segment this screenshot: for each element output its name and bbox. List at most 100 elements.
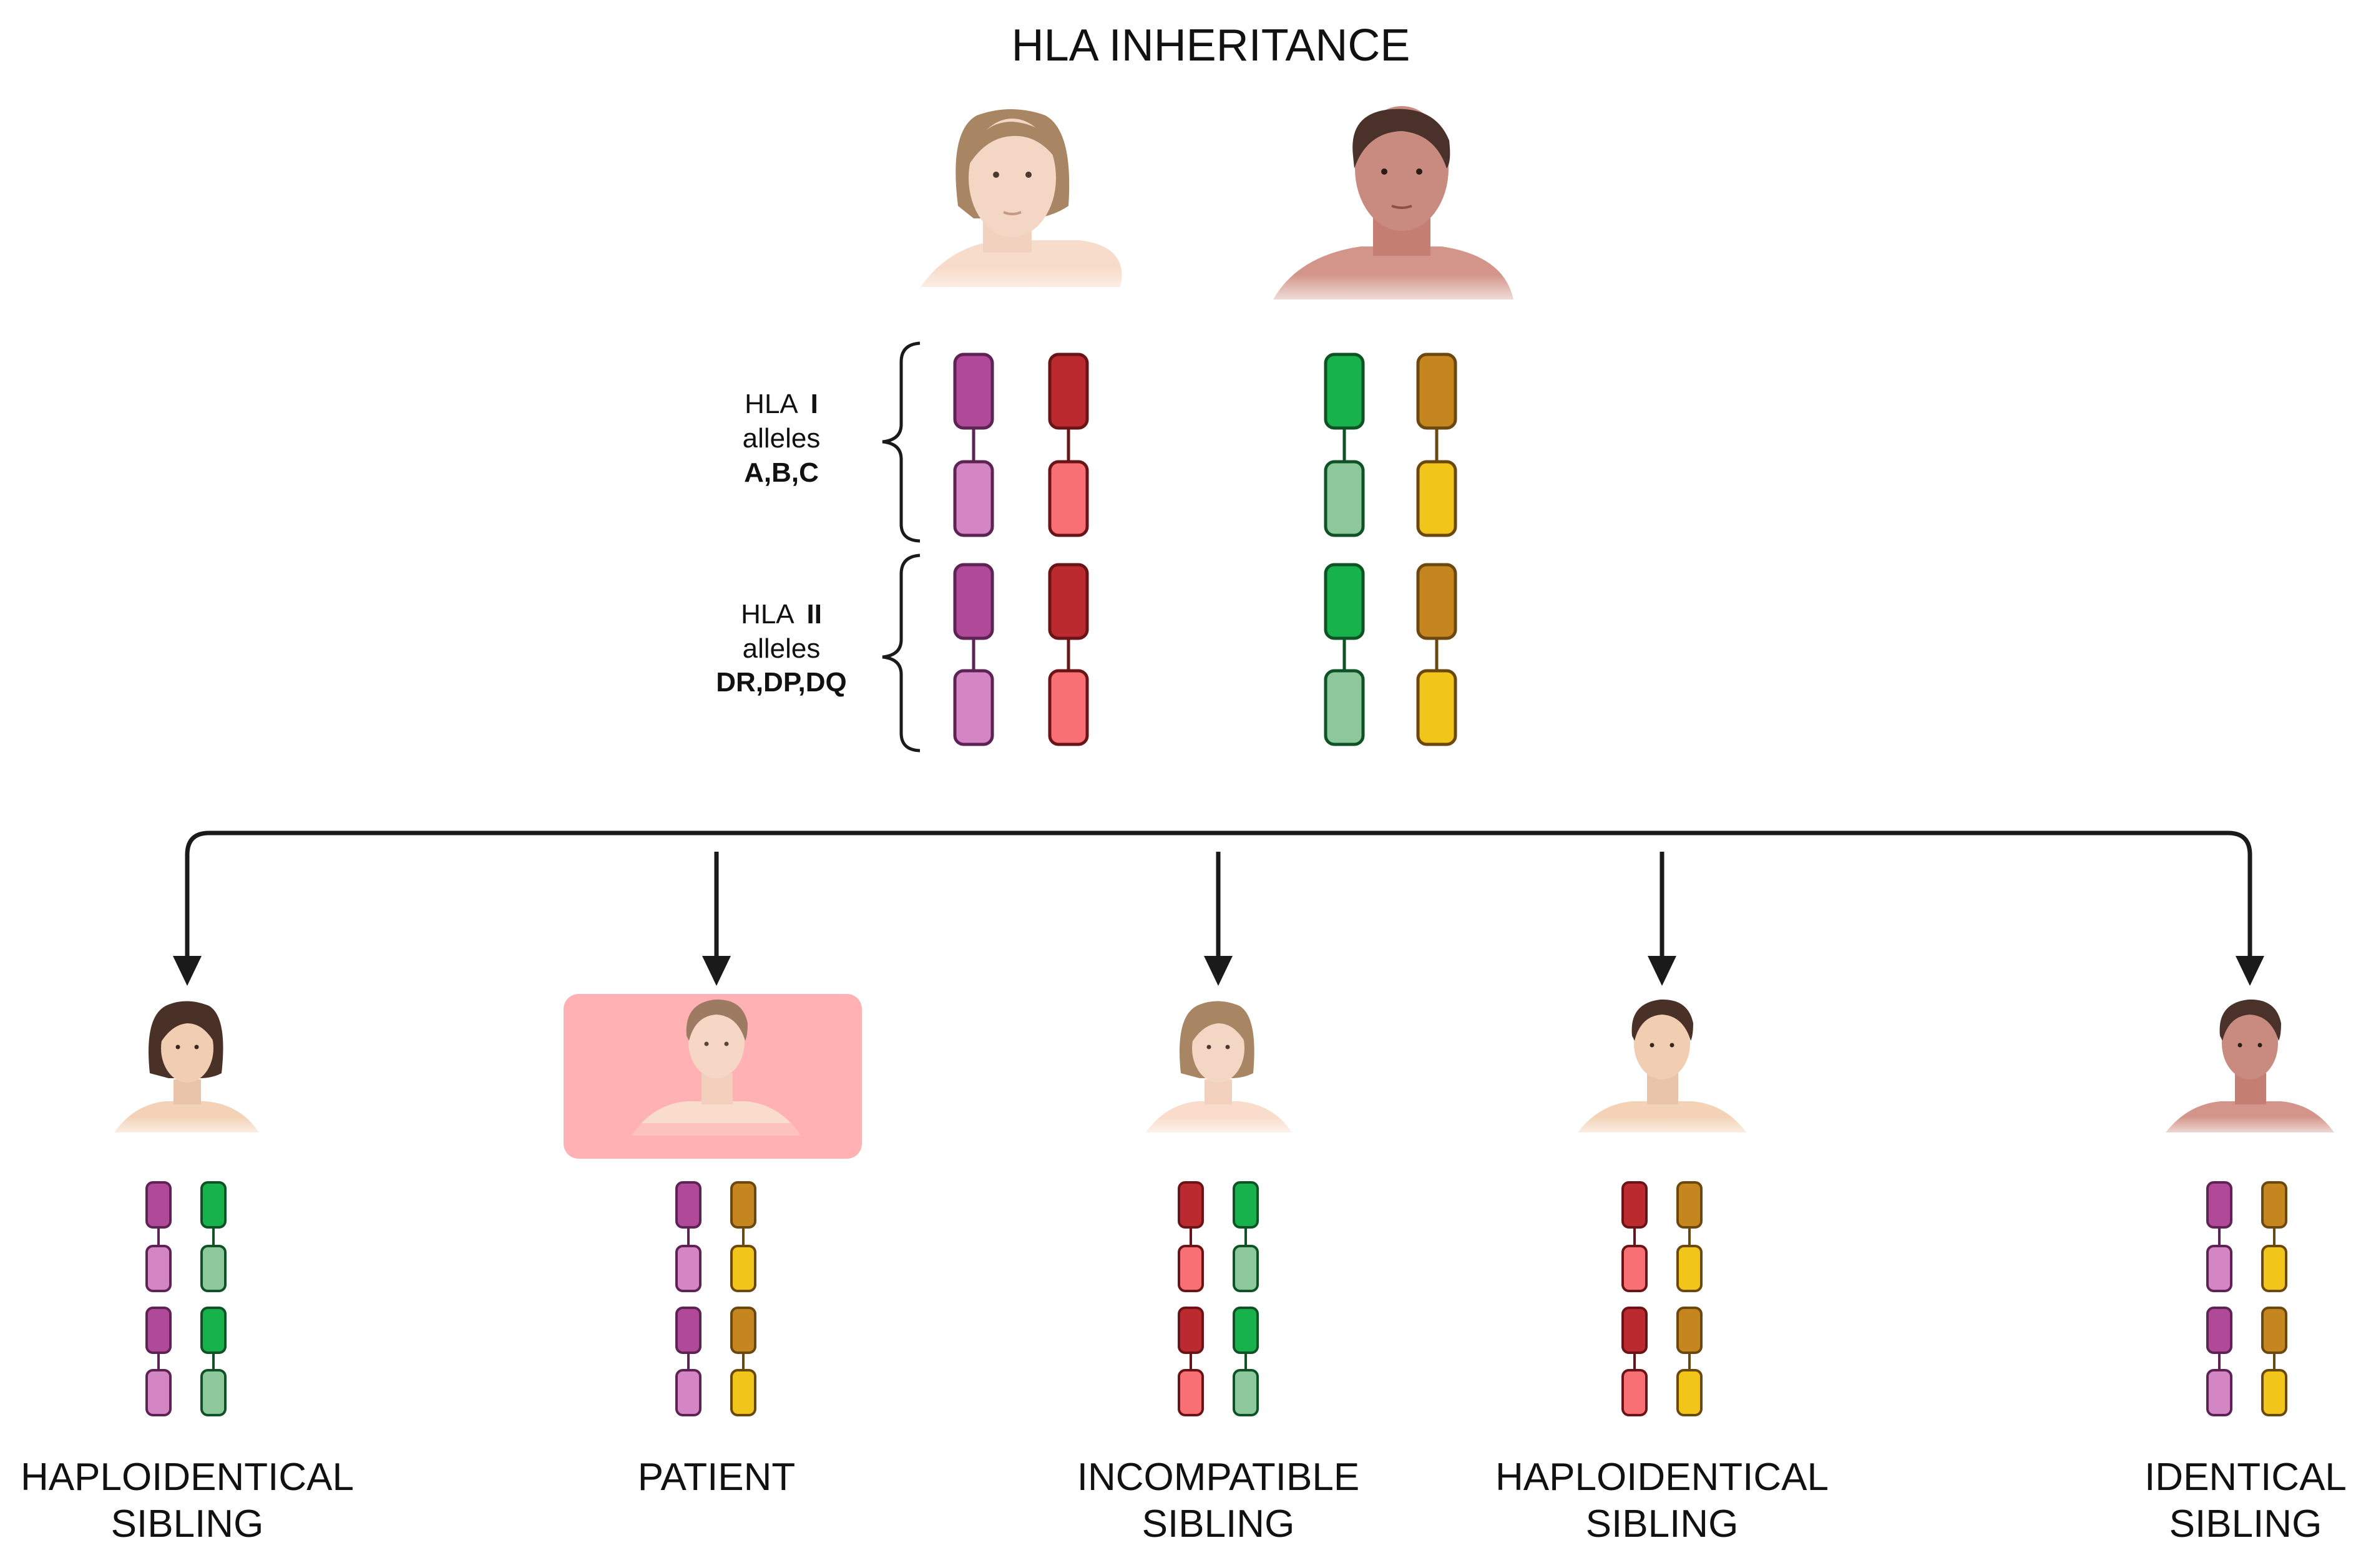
child-4-haplotype-2-allele-3 xyxy=(1676,1307,1703,1354)
child-5-haplotype-2-allele-2 xyxy=(2261,1245,2287,1292)
father-haplotype-2-allele-2 xyxy=(1416,460,1457,537)
child-5-haplotype-2-allele-4 xyxy=(2261,1369,2287,1416)
child-labels: HAPLOIDENTICAL SIBLING PATIENT INCOMPATI… xyxy=(21,1456,2347,1546)
child-5-haplotype-2-allele-1 xyxy=(2261,1181,2287,1229)
child-1-haplotype-2-allele-2 xyxy=(200,1245,227,1292)
mother-haplotype-2-allele-2 xyxy=(1048,460,1089,537)
father-haplotype-2-allele-3 xyxy=(1416,563,1457,640)
child-4-haplotype-2-allele-1 xyxy=(1676,1181,1703,1229)
arrowhead-1 xyxy=(173,956,202,986)
father-haplotype-1-allele-1 xyxy=(1324,353,1365,430)
child-4-haplotype-1-allele-2 xyxy=(1621,1245,1648,1292)
child-haplotypes xyxy=(145,1181,2287,1416)
child-1-haplotype-1-allele-4 xyxy=(145,1369,172,1416)
child-2-haplotype-1-allele-3 xyxy=(675,1307,701,1354)
child-3-haplotype-2-allele-3 xyxy=(1233,1307,1259,1354)
child-1-haplotype-1-allele-2 xyxy=(145,1245,172,1292)
child-5-haplotype-1-allele-4 xyxy=(2206,1369,2232,1416)
child-2-label-line1: PATIENT xyxy=(638,1456,796,1499)
man-icon xyxy=(1267,106,1517,312)
child-4-haplotype-2-allele-4 xyxy=(1676,1369,1703,1416)
class-one-roman: I xyxy=(811,389,818,419)
inheritance-arrows xyxy=(173,830,2264,986)
child-1-label-line1: HAPLOIDENTICAL xyxy=(21,1456,354,1499)
child-2-haplotype-2-allele-3 xyxy=(730,1307,756,1354)
class-one-loci-label: A,B,C xyxy=(744,457,819,488)
child-5-label-line2: SIBLING xyxy=(2169,1502,2322,1546)
child-3-haplotype-2-allele-4 xyxy=(1233,1369,1259,1416)
father-haplotype-1-allele-4 xyxy=(1324,669,1365,746)
child-3-haplotype-1-allele-4 xyxy=(1178,1369,1204,1416)
parent-haplotypes xyxy=(953,353,1457,746)
mother-haplotype-2-allele-1 xyxy=(1048,353,1089,430)
child-4-label-line2: SIBLING xyxy=(1586,1502,1739,1546)
mother-haplotype-1-allele-1 xyxy=(953,353,994,430)
child-2-haplotype-2-allele-1 xyxy=(730,1181,756,1229)
child-4-haplotype-2-allele-2 xyxy=(1676,1245,1703,1292)
girl-light-hair-icon xyxy=(1139,1001,1301,1142)
child-figure-3 xyxy=(1139,1001,1301,1142)
child-5-label-line1: IDENTICAL xyxy=(2144,1456,2347,1499)
boy-light-hair-icon xyxy=(624,999,811,1148)
class-two-hla-label: HLA xyxy=(741,599,794,630)
arrowhead-4 xyxy=(1648,956,1676,986)
child-2-haplotype-2-allele-2 xyxy=(730,1245,756,1292)
father-haplotype-2-allele-1 xyxy=(1416,353,1457,430)
mother-figure xyxy=(911,109,1130,306)
child-3-haplotype-2-allele-1 xyxy=(1233,1181,1259,1229)
class-one-hla-label: HLA xyxy=(745,389,798,419)
child-2-haplotype-1-allele-4 xyxy=(675,1369,701,1416)
child-figure-5 xyxy=(2156,999,2344,1142)
page-title: HLA INHERITANCE xyxy=(1012,21,1410,71)
child-2-haplotype-1-allele-2 xyxy=(675,1245,701,1292)
class-two-alleles-label: alleles xyxy=(743,633,821,664)
child-3-haplotype-1-allele-1 xyxy=(1178,1181,1204,1229)
branch-connector xyxy=(185,830,2252,958)
class-one-bracket: HLA I alleles A,B,C xyxy=(743,341,921,543)
child-3-label-line2: SIBLING xyxy=(1142,1502,1295,1546)
child-figure-1 xyxy=(106,1001,268,1142)
boy-tan-skin-icon xyxy=(2156,999,2344,1142)
child-4-haplotype-1-allele-4 xyxy=(1621,1369,1648,1416)
father-haplotype-2-allele-4 xyxy=(1416,669,1457,746)
mother-haplotype-2-allele-4 xyxy=(1048,669,1089,746)
girl-dark-hair-icon xyxy=(106,1001,268,1142)
father-figure xyxy=(1267,106,1517,312)
child-1-haplotype-2-allele-4 xyxy=(200,1369,227,1416)
woman-icon xyxy=(911,109,1130,306)
child-3-haplotype-2-allele-2 xyxy=(1233,1245,1259,1292)
child-5-haplotype-1-allele-1 xyxy=(2206,1181,2232,1229)
svg-text:HLA II: HLA II xyxy=(741,599,822,630)
class-two-roman: II xyxy=(806,599,821,630)
father-haplotype-1-allele-3 xyxy=(1324,563,1365,640)
child-1-haplotype-1-allele-1 xyxy=(145,1181,172,1229)
arrowhead-5 xyxy=(2236,956,2264,986)
class-two-loci-label: DR,DP,DQ xyxy=(716,667,846,698)
child-4-haplotype-1-allele-1 xyxy=(1621,1181,1648,1229)
child-5-haplotype-1-allele-2 xyxy=(2206,1245,2232,1292)
child-1-haplotype-2-allele-1 xyxy=(200,1181,227,1229)
arrowhead-2 xyxy=(702,956,731,986)
svg-text:HLA I: HLA I xyxy=(745,389,818,419)
class-two-bracket: HLA II alleles DR,DP,DQ xyxy=(716,553,921,752)
child-1-haplotype-2-allele-3 xyxy=(200,1307,227,1354)
mother-haplotype-1-allele-2 xyxy=(953,460,994,537)
mother-haplotype-1-allele-4 xyxy=(953,669,994,746)
child-4-haplotype-1-allele-3 xyxy=(1621,1307,1648,1354)
boy-dark-hair-icon xyxy=(1570,999,1757,1142)
child-1-haplotype-1-allele-3 xyxy=(145,1307,172,1354)
child-3-haplotype-1-allele-2 xyxy=(1178,1245,1204,1292)
child-3-label-line1: INCOMPATIBLE xyxy=(1077,1456,1359,1499)
arrowhead-3 xyxy=(1204,956,1233,986)
child-figure-2 xyxy=(624,999,811,1148)
child-2-haplotype-1-allele-1 xyxy=(675,1181,701,1229)
child-1-label-line2: SIBLING xyxy=(111,1502,264,1546)
mother-haplotype-1-allele-3 xyxy=(953,563,994,640)
child-2-haplotype-2-allele-4 xyxy=(730,1369,756,1416)
child-figure-4 xyxy=(1570,999,1757,1142)
child-5-haplotype-2-allele-3 xyxy=(2261,1307,2287,1354)
child-3-haplotype-1-allele-3 xyxy=(1178,1307,1204,1354)
mother-haplotype-2-allele-3 xyxy=(1048,563,1089,640)
child-5-haplotype-1-allele-3 xyxy=(2206,1307,2232,1354)
